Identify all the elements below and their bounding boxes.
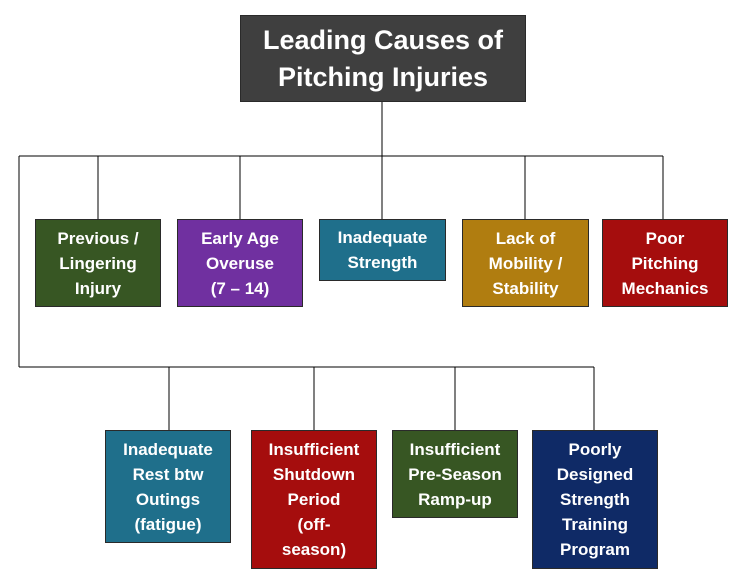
cause-inadequate-strength: Inadequate Strength xyxy=(319,219,446,281)
cause-inadequate-rest: Inadequate Rest btw Outings (fatigue) xyxy=(105,430,231,543)
cause-poor-strength-program: Poorly Designed Strength Training Progra… xyxy=(532,430,658,569)
cause-lack-of-mobility: Lack of Mobility / Stability xyxy=(462,219,589,307)
cause-insufficient-ramp-up: Insufficient Pre-Season Ramp-up xyxy=(392,430,518,518)
cause-previous-injury: Previous / Lingering Injury xyxy=(35,219,161,307)
cause-early-age-overuse: Early Age Overuse (7 – 14) xyxy=(177,219,303,307)
cause-insufficient-shutdown: Insufficient Shutdown Period (off- seaso… xyxy=(251,430,377,569)
root-node: Leading Causes of Pitching Injuries xyxy=(240,15,526,102)
cause-poor-mechanics: Poor Pitching Mechanics xyxy=(602,219,728,307)
